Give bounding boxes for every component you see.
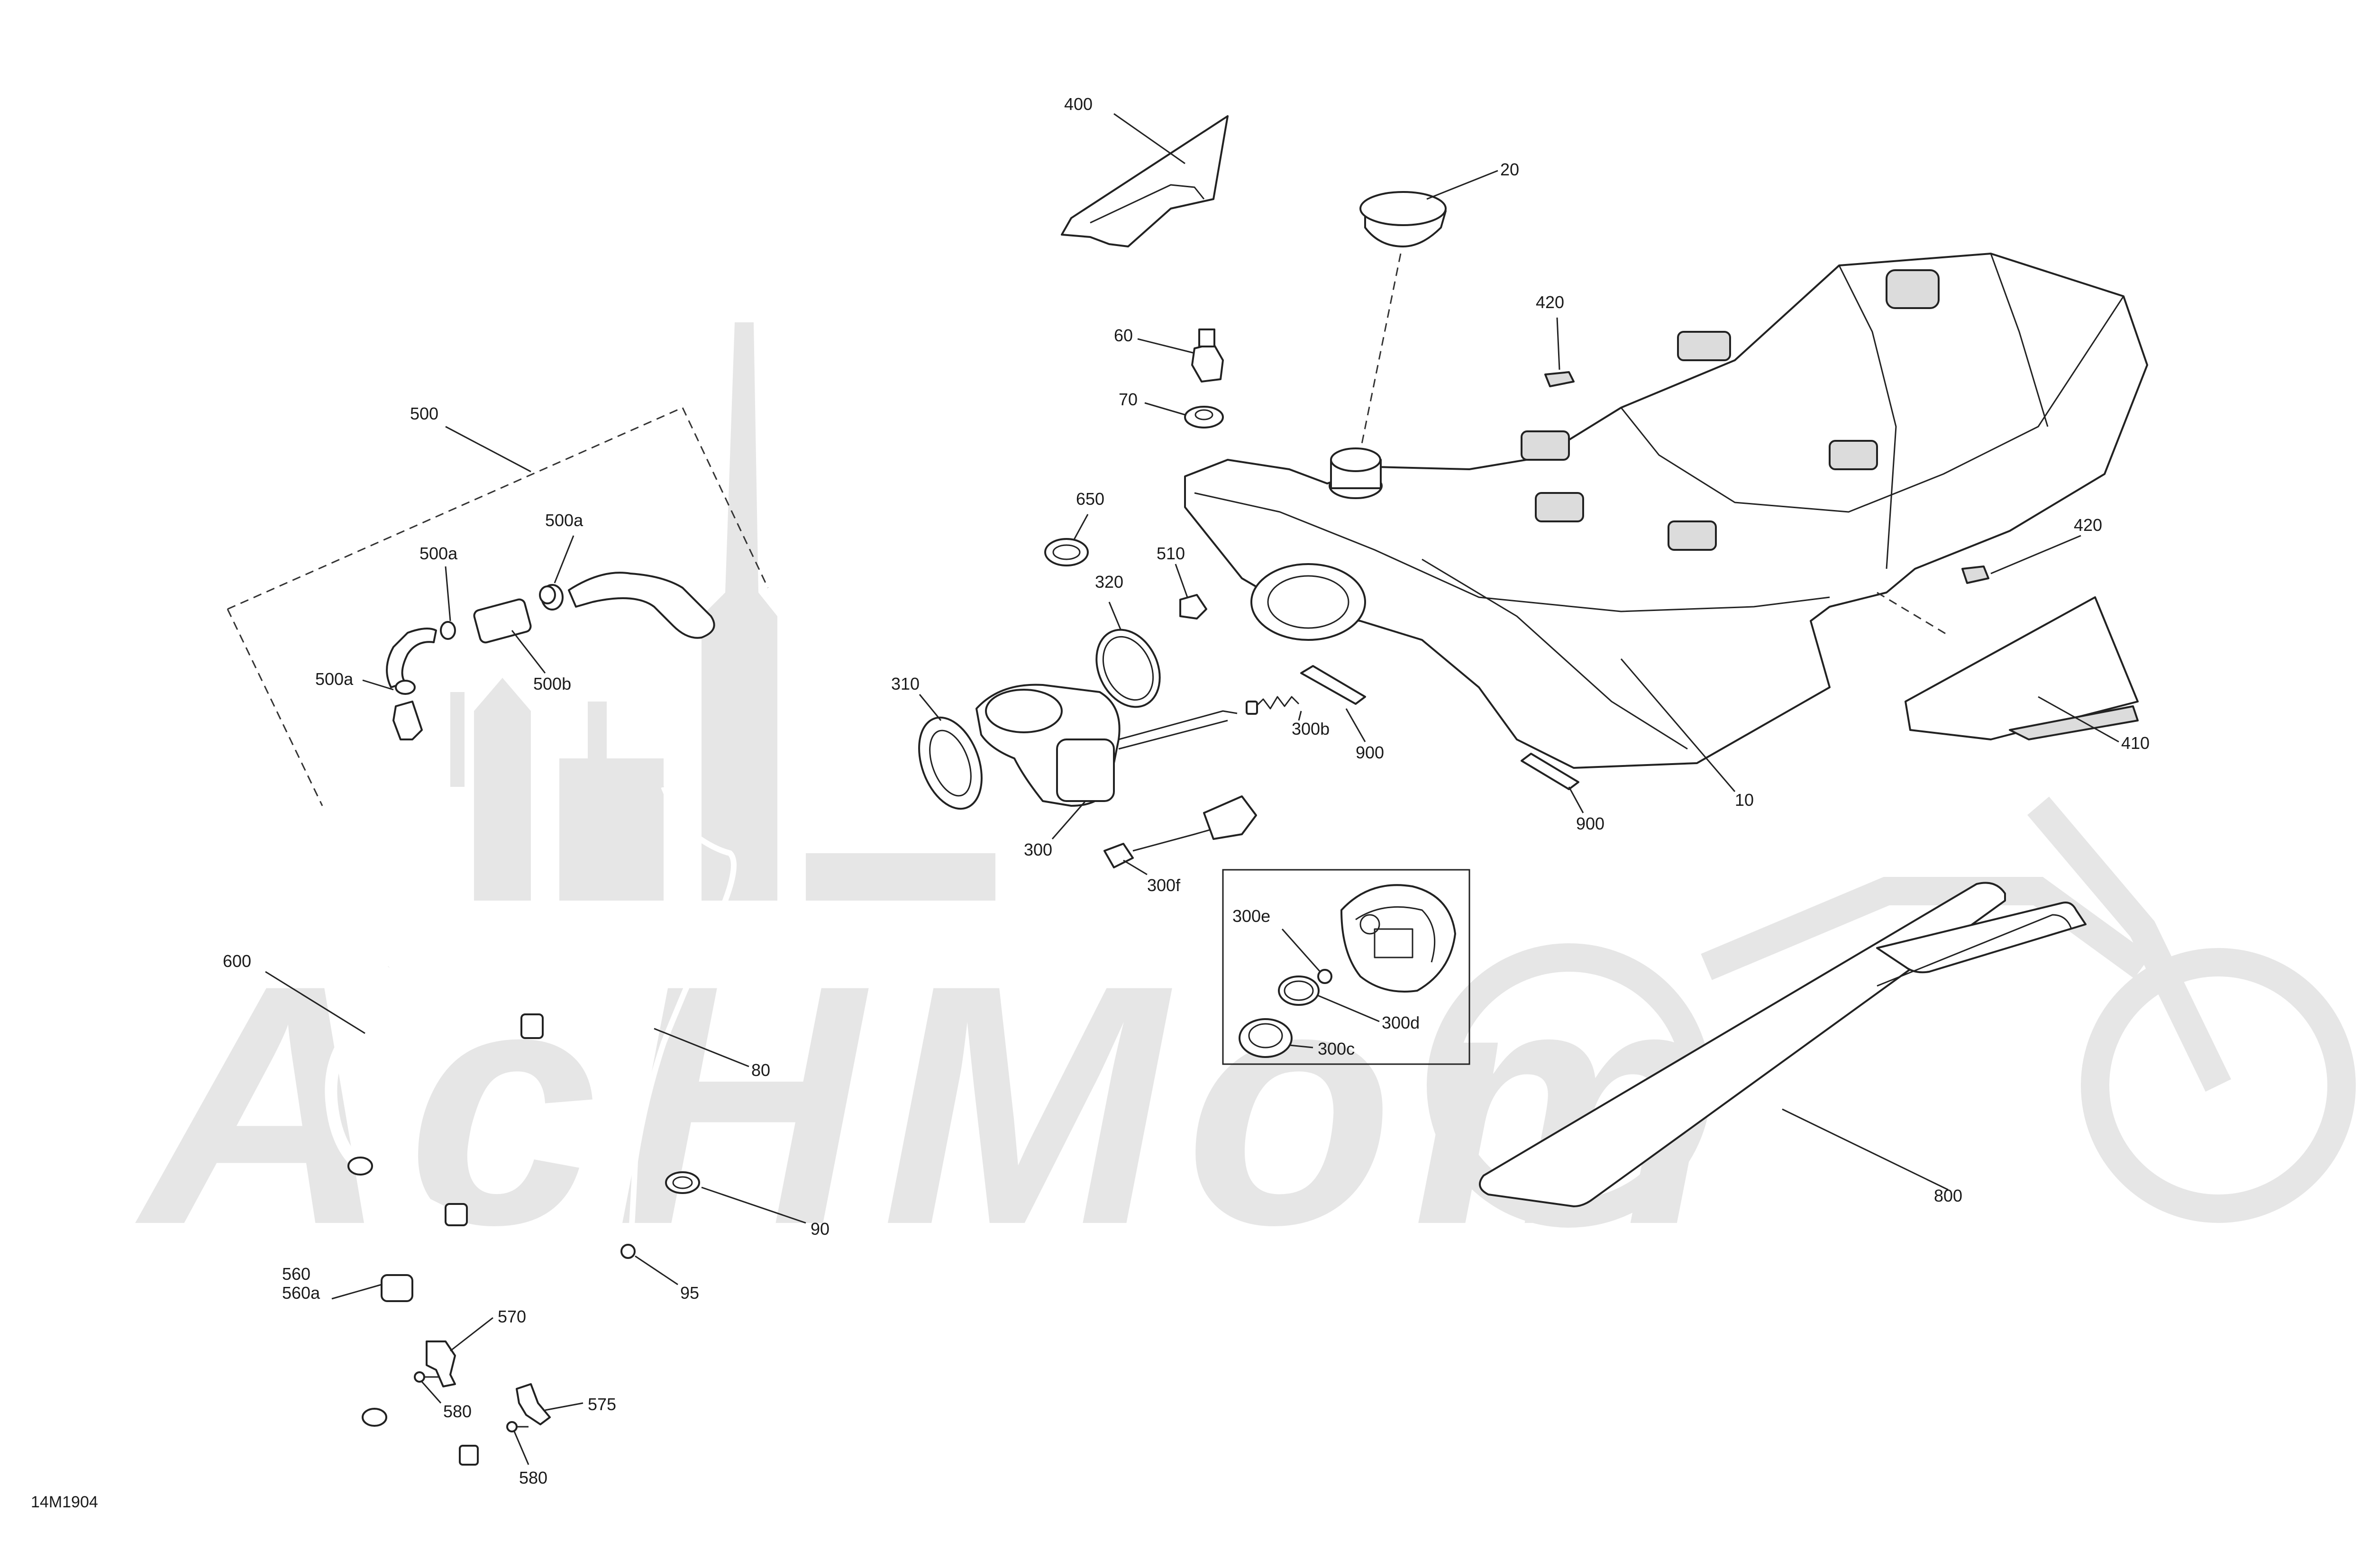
callout-500a-top: 500a	[545, 511, 583, 530]
diagram-code: 14M1904	[31, 1493, 98, 1511]
callout-70: 70	[1119, 390, 1138, 409]
part-560-hose	[331, 1274, 479, 1466]
part-300-fuel-pump	[975, 684, 1238, 839]
part-310-lock-ring	[918, 694, 983, 810]
callout-20: 20	[1500, 160, 1519, 179]
callout-410: 410	[2121, 733, 2150, 753]
watermark-text: AcHMom	[132, 914, 1735, 1295]
part-900-pad-upper	[1300, 665, 1366, 742]
callout-320: 320	[1095, 572, 1123, 592]
part-20-fuel-cap	[1355, 170, 1498, 474]
callout-650: 650	[1076, 489, 1104, 509]
part-300f-level-sensor	[1103, 795, 1257, 875]
part-70-grommet	[1144, 402, 1224, 428]
callout-560: 560	[282, 1264, 310, 1284]
part-300d-o-ring	[1278, 975, 1380, 1022]
detail-inset-pump-parts	[1222, 869, 1470, 1065]
callout-300d: 300d	[1382, 1013, 1420, 1032]
callout-570: 570	[498, 1307, 526, 1326]
callout-900-lower: 900	[1576, 814, 1604, 833]
watermark-city-skyline	[450, 322, 995, 901]
part-300b-spring	[1246, 696, 1302, 721]
callout-300: 300	[1024, 840, 1052, 859]
part-80-tube	[628, 785, 749, 1247]
callout-560a: 560a	[282, 1283, 320, 1303]
callout-300c: 300c	[1318, 1039, 1355, 1058]
part-600-hose	[265, 937, 544, 1226]
part-90-clamp	[665, 1171, 806, 1224]
callout-600: 600	[223, 951, 251, 971]
part-95-fitting	[620, 1244, 678, 1285]
part-300c-strainer	[1239, 1018, 1313, 1058]
callout-400: 400	[1064, 94, 1093, 114]
part-400-heat-shield	[1061, 113, 1229, 247]
callout-500b: 500b	[533, 674, 571, 693]
callout-500a-left: 500a	[315, 669, 354, 689]
callout-60: 60	[1114, 326, 1133, 345]
kit-500-dashed-outline	[227, 407, 769, 806]
callout-310: 310	[891, 674, 920, 693]
part-300-pump-head-detail	[1340, 884, 1456, 993]
part-500-vent-kit	[362, 535, 715, 740]
part-510-nut	[1175, 564, 1207, 620]
callout-580-upper: 580	[443, 1402, 472, 1421]
part-570-bracket	[426, 1317, 493, 1387]
callout-510: 510	[1157, 544, 1185, 563]
callout-300e: 300e	[1232, 906, 1270, 926]
part-410-side-guard	[1905, 596, 2139, 743]
callout-900-upper: 900	[1356, 743, 1384, 762]
part-60-sender	[1137, 328, 1224, 383]
callout-labels: 400 20 420 60 70 500 500a 500a 500a 500b…	[31, 94, 2150, 1511]
callout-500a-mid: 500a	[419, 544, 458, 563]
callout-580-lower: 580	[519, 1468, 547, 1487]
callout-420-lower: 420	[2074, 515, 2102, 535]
part-580-screw-lower	[506, 1421, 529, 1465]
callout-500: 500	[410, 404, 438, 423]
part-575-bracket	[516, 1383, 583, 1425]
callout-90: 90	[811, 1219, 830, 1239]
callout-300f: 300f	[1147, 875, 1181, 895]
callout-10: 10	[1735, 790, 1754, 810]
callout-420-upper: 420	[1536, 292, 1564, 312]
part-300e-seal	[1281, 929, 1332, 984]
part-650-clamp	[1044, 514, 1089, 566]
part-420-clip-lower	[1877, 535, 2081, 636]
part-420-clip-upper	[1544, 317, 1575, 387]
callout-95: 95	[680, 1283, 699, 1303]
callout-300b: 300b	[1292, 719, 1330, 738]
callout-80: 80	[751, 1060, 770, 1080]
part-580-screw-upper	[414, 1371, 442, 1404]
part-320-o-ring	[1095, 602, 1161, 708]
part-900-pad-lower	[1521, 753, 1584, 813]
callout-800: 800	[1934, 1186, 1962, 1205]
part-10-fuel-tank	[1184, 253, 2148, 792]
callout-575: 575	[588, 1395, 616, 1414]
part-800-tank-pad	[1479, 882, 2087, 1207]
